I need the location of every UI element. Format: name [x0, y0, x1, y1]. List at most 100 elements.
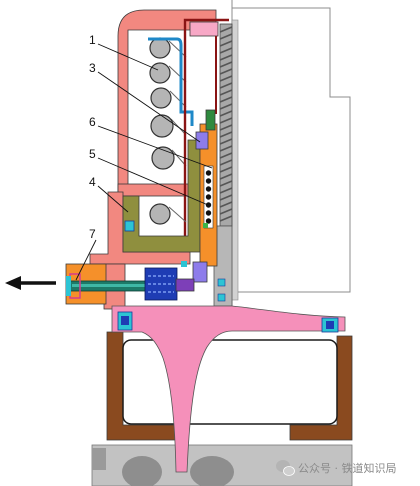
piston-seal-right-core [326, 321, 334, 329]
plunger-connector [175, 278, 195, 292]
right-body-outline [231, 0, 351, 306]
coil-wire [168, 206, 187, 223]
rod-thread-line [219, 96, 233, 103]
rod-thread-line [219, 166, 233, 173]
leader-line-7 [75, 239, 97, 281]
spring-coil [149, 37, 171, 59]
locking-ball [205, 210, 212, 216]
leader-line-3 [97, 71, 201, 143]
rod-thread-line [219, 187, 233, 194]
green-pin [203, 223, 208, 228]
coil-wire [171, 149, 187, 167]
locking-ball [205, 186, 212, 192]
spring-coil [150, 114, 174, 138]
housing-cap-insert [189, 21, 219, 37]
coil-wire [168, 40, 187, 58]
watermark: 公众号 · 铁道知识局 [276, 460, 397, 476]
rod-seal-upper [217, 278, 226, 287]
locking-ball [205, 202, 212, 208]
wechat-bubble-small [283, 466, 295, 476]
rod-thread-line [219, 110, 233, 117]
locking-ball [205, 170, 212, 176]
callout-label-1: 1 [89, 33, 96, 47]
leader-line-5 [97, 157, 209, 206]
pull-direction-arrow [5, 276, 56, 290]
rod-thread-line [219, 47, 233, 54]
rod-thread-line [219, 75, 233, 82]
rod-thread-line [219, 68, 233, 75]
callouts: 1 3 6 5 4 7 [75, 33, 213, 281]
rod-thread-line [219, 194, 233, 201]
base-left-lug [92, 448, 106, 470]
rod-thread-line [219, 159, 233, 166]
housing-lower-wall [89, 191, 191, 265]
green-ring [205, 109, 216, 131]
rod-thread-line [219, 40, 233, 47]
base-bore-left [122, 456, 162, 486]
sleeve-frame-line [183, 18, 229, 238]
spring-coil [149, 62, 171, 84]
rod-thread-line [219, 124, 233, 131]
piston-cup [122, 139, 201, 253]
release-handle-seal [66, 276, 71, 296]
rod-thread-line [219, 131, 233, 138]
rod-seal-lower [217, 293, 226, 302]
cylinder-chamber [122, 339, 338, 425]
rod-thread-line [219, 33, 233, 40]
rod-thread-line [219, 26, 233, 33]
brake-piston [111, 305, 346, 473]
arrow-head-icon [5, 276, 21, 290]
watermark-text: 公众号 · 铁道知识局 [298, 461, 397, 475]
callout-label-6: 6 [89, 115, 96, 129]
purple-nut-upper [195, 131, 209, 150]
rod-thread-line [219, 201, 233, 208]
rod-thread-line [219, 145, 233, 152]
callout-label-4: 4 [89, 175, 96, 189]
piston-seal-left-core [121, 316, 129, 325]
release-rod-highlight [72, 284, 178, 287]
brake-cylinder-body [106, 331, 353, 441]
purple-nut-lower [192, 261, 208, 283]
ball-column [205, 170, 212, 224]
cyan-pin [181, 261, 187, 267]
locking-ball [205, 178, 212, 184]
rod-thread-line [219, 54, 233, 61]
coil-wire [169, 90, 187, 108]
callout-label-5: 5 [89, 147, 96, 161]
rod-thread-line [219, 180, 233, 187]
rod-thread-line [219, 61, 233, 68]
piston-seals [117, 311, 339, 333]
locking-ball [205, 194, 212, 200]
locking-sleeve [199, 123, 218, 267]
rod-thread-line [219, 215, 233, 222]
leader-line-6 [97, 125, 213, 169]
spring-coil [151, 146, 175, 170]
plunger-spring-lines [148, 275, 174, 293]
rod-thread-line [219, 208, 233, 215]
base-block [91, 444, 353, 486]
leader-line-1 [97, 43, 159, 71]
coil-wire [168, 65, 187, 83]
base-bore-right [190, 456, 234, 486]
wechat-icon [276, 460, 295, 476]
inner-sleeve-outline [183, 18, 229, 238]
callout-label-3: 3 [89, 61, 96, 75]
rod-thread-line [219, 152, 233, 159]
rod-thread-line [219, 103, 233, 110]
rod-thread-line [219, 82, 233, 89]
callout-label-7: 7 [89, 227, 96, 241]
rod-thread-line [219, 173, 233, 180]
rod-thread-line [219, 117, 233, 124]
rod-thread-line [219, 89, 233, 96]
rod-threads [219, 26, 233, 222]
right-body [231, 0, 351, 306]
spring-housing [89, 9, 219, 310]
cup-seal [124, 220, 135, 232]
guide-strip [231, 19, 239, 301]
release-mechanism [65, 263, 195, 305]
spring-coil [150, 87, 172, 109]
main-spring [149, 37, 187, 170]
housing-bottom-band [117, 183, 191, 197]
rod-thread-line [219, 138, 233, 145]
